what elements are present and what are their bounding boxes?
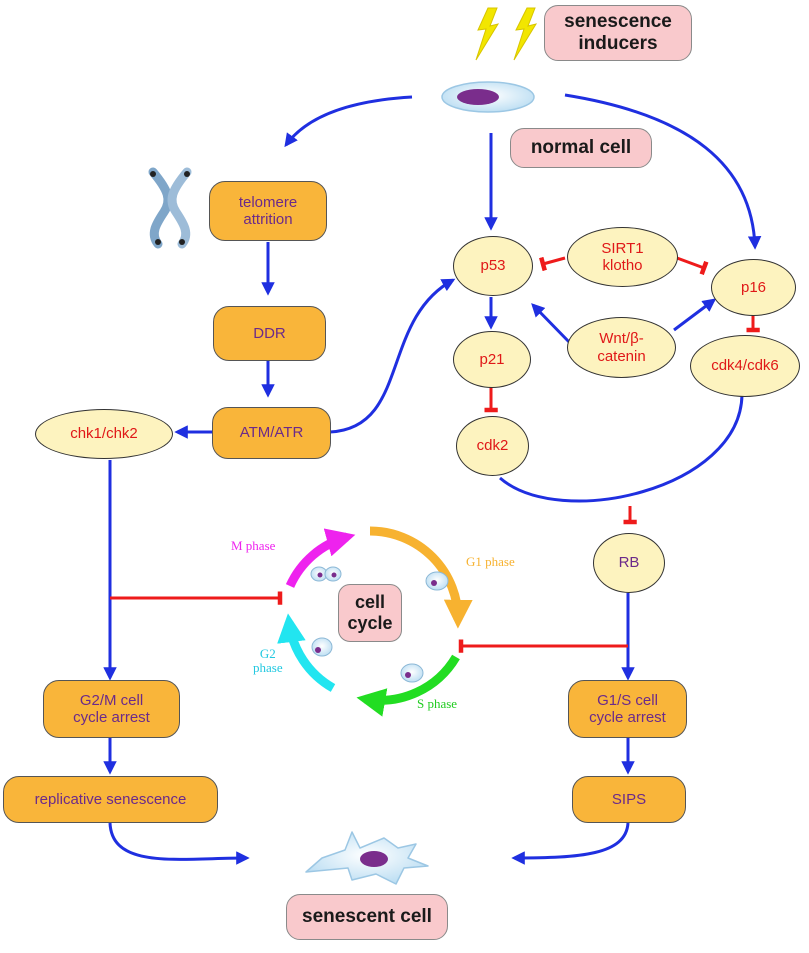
- replicative-senescence-node: replicative senescence: [3, 776, 218, 823]
- chromosome-icon: [148, 167, 192, 249]
- s-phase-arrow: [356, 654, 460, 717]
- g1-phase-arrow: [369, 526, 473, 629]
- cdk2-node: cdk2: [456, 416, 529, 476]
- sirt1-klotho-node: SIRT1 klotho: [567, 227, 678, 287]
- cdk4-cdk6-node: cdk4/cdk6: [690, 335, 800, 397]
- normal-cell-label: normal cell: [510, 128, 652, 168]
- activation-arrows: [103, 93, 762, 865]
- sips-node: SIPS: [572, 776, 686, 823]
- cell-cycle-label: cell cycle: [338, 584, 402, 642]
- g1s-arrest-node: G1/S cell cycle arrest: [568, 680, 687, 738]
- g1-phase-label: G1 phase: [466, 554, 515, 569]
- cell-cycle-ring: [277, 526, 473, 717]
- cdk-merge-inhibition: [499, 394, 744, 525]
- s-phase-label: S phase: [417, 696, 458, 711]
- g2-phase-label: G2 phase: [253, 646, 283, 676]
- g2m-arrest-node: G2/M cell cycle arrest: [43, 680, 180, 738]
- p21-node: p21: [453, 331, 531, 388]
- m-phase-arrow: [285, 528, 356, 588]
- normal-cell-icon: [441, 81, 535, 113]
- lightning-icon: [475, 7, 538, 61]
- rb-node: RB: [593, 533, 665, 593]
- telomere-attrition-node: telomere attrition: [209, 181, 327, 241]
- g2-phase-arrow: [277, 613, 336, 692]
- ddr-node: DDR: [213, 306, 326, 361]
- m-phase-label: M phase: [231, 538, 276, 553]
- cell-cycle-cells: [310, 566, 449, 683]
- p16-node: p16: [711, 259, 796, 316]
- senescence-inducers-label: senescence inducers: [544, 5, 692, 61]
- atm-atr-node: ATM/ATR: [212, 407, 331, 459]
- chk1-chk2-node: chk1/chk2: [35, 409, 173, 459]
- inhibition-arrows: [110, 256, 760, 653]
- p53-node: p53: [453, 236, 533, 296]
- senescent-cell-icon: [305, 831, 429, 885]
- senescent-cell-label: senescent cell: [286, 894, 448, 940]
- wnt-bcatenin-node: Wnt/β- catenin: [567, 317, 676, 378]
